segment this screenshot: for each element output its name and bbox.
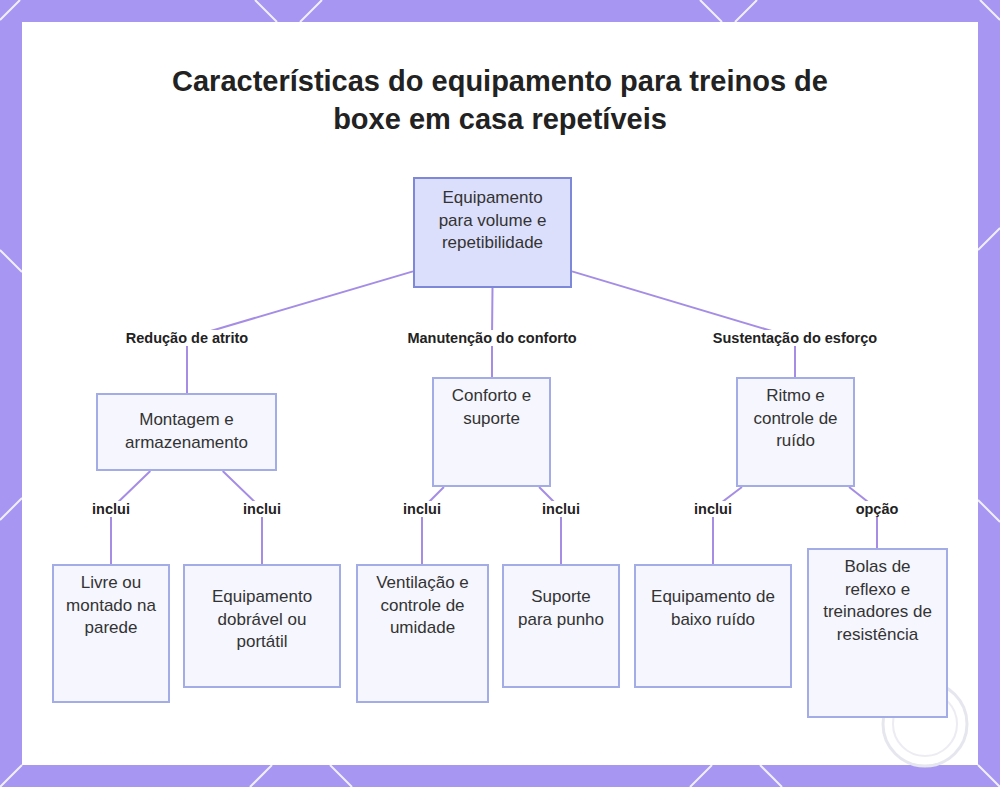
node-text: Equipamento de baixo ruído — [646, 586, 780, 631]
topic-box: Equipamento dobrável ou portátil — [183, 564, 341, 688]
node-text: Livre ou montado na parede — [64, 572, 158, 640]
edge-label: opção — [854, 501, 901, 517]
edge-label: inclui — [241, 501, 283, 517]
edge-label: Redução de atrito — [124, 330, 250, 346]
edge-label: inclui — [540, 501, 582, 517]
connector-line — [223, 471, 262, 564]
connector-line — [572, 271, 795, 377]
edge-label: Sustentação do esforço — [711, 330, 879, 346]
topic-box: Bolas de reflexo e treinadores de resist… — [807, 548, 948, 718]
connector-line — [539, 487, 561, 564]
connector-line — [849, 487, 877, 548]
edge-label: inclui — [401, 501, 443, 517]
topic-box: Ritmo e controle de ruído — [736, 377, 855, 487]
topic-box: Ventilação e controle de umidade — [356, 564, 489, 703]
node-text: Suporte para punho — [514, 586, 608, 631]
node-text: Equipamento dobrável ou portátil — [195, 586, 329, 654]
connector-line — [422, 487, 444, 564]
topic-box: Livre ou montado na parede — [52, 564, 170, 703]
node-text: Ventilação e controle de umidade — [368, 572, 477, 640]
node-text: Ritmo e controle de ruído — [748, 385, 843, 453]
node-text: Equipamento para volume e repetibilidade — [425, 187, 560, 255]
root-box: Equipamento para volume e repetibilidade — [413, 177, 572, 288]
topic-box: Conforto e suporte — [432, 377, 551, 487]
connector-line — [111, 471, 150, 564]
edge-label: inclui — [90, 501, 132, 517]
topic-box: Suporte para punho — [502, 564, 620, 688]
diagram-title: Características do equipamento para trei… — [150, 62, 850, 138]
edge-label: inclui — [692, 501, 734, 517]
topic-box: Equipamento de baixo ruído — [634, 564, 792, 688]
connector-line — [713, 487, 742, 564]
node-text: Bolas de reflexo e treinadores de resist… — [819, 556, 936, 646]
edge-label: Manutenção do conforto — [405, 330, 578, 346]
node-text: Montagem e armazenamento — [108, 409, 265, 454]
topic-box: Montagem e armazenamento — [96, 393, 277, 471]
node-text: Conforto e suporte — [444, 385, 539, 430]
